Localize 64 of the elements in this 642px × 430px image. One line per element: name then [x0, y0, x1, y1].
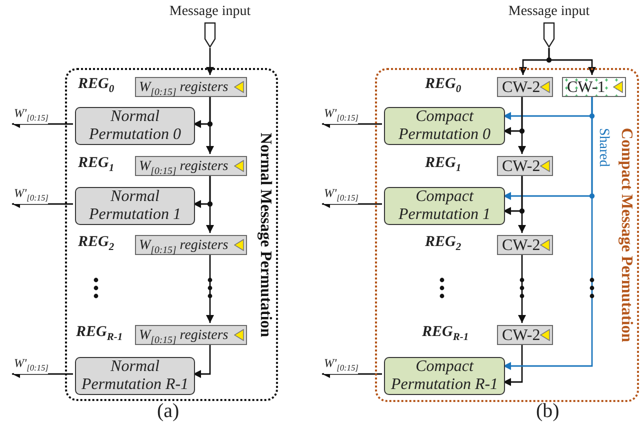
- arrow: [518, 95, 526, 154]
- arrow: [193, 343, 211, 378]
- register-name: REG$_{0}$: [425, 76, 462, 95]
- arrow: [548, 48, 596, 75]
- register-box: [135, 77, 247, 97]
- arrow: [206, 95, 214, 154]
- register-label: CW-1: [567, 78, 606, 97]
- register-label: W$_{[0:15]}$ registers: [139, 158, 228, 179]
- register-box: [135, 156, 247, 176]
- permutation-box: Normal Permutation 1: [75, 187, 195, 225]
- arrow: [12, 370, 73, 378]
- permutation-box: Normal Permutation R-1: [75, 357, 195, 395]
- permutation-box: Compact Permutation 0: [384, 107, 505, 145]
- edge-label: W'$_{[0:15]}$: [14, 187, 48, 204]
- register-box: [135, 235, 247, 255]
- register-name: REG$_{2}$: [425, 234, 462, 253]
- edge-label: W'$_{[0:15]}$: [324, 357, 358, 374]
- arrow: [518, 253, 526, 323]
- register-box: [497, 77, 553, 97]
- register-label: CW-2: [502, 326, 540, 345]
- input-label: Message input: [169, 4, 251, 20]
- arrow: [206, 174, 214, 233]
- panel-caption: (a): [157, 400, 180, 423]
- register-box: [497, 325, 553, 345]
- register-name: REG$_{0}$: [78, 76, 114, 95]
- register-label: CW-2: [502, 157, 540, 176]
- edge-label: W'$_{[0:15]}$: [324, 107, 358, 124]
- register-name: REG$_{R-1}$: [76, 324, 123, 343]
- arrow: [12, 200, 73, 208]
- register-label: CW-2: [502, 78, 540, 97]
- edge-label: Shared: [597, 128, 610, 167]
- arrow: [322, 120, 382, 128]
- dotted-group-frame: [375, 68, 639, 402]
- register-label: W$_{[0:15]}$ registers: [139, 237, 228, 258]
- arrow: [206, 48, 214, 75]
- arrow: [12, 120, 73, 128]
- register-name: REG$_{2}$: [78, 234, 114, 253]
- register-box: [497, 156, 553, 176]
- group-title: Normal Message Permutation: [256, 132, 274, 337]
- register-box: [562, 77, 626, 97]
- permutation-box: Normal Permutation 0: [75, 107, 195, 145]
- register-name: REG$_{R-1}$: [422, 324, 469, 343]
- register-label: CW-2: [502, 236, 540, 255]
- arrow: [322, 200, 382, 208]
- permutation-box: Compact Permutation 1: [384, 187, 505, 225]
- register-box: [497, 235, 553, 255]
- register-name: REG$_{1}$: [425, 155, 462, 174]
- arrow: [206, 253, 214, 323]
- register-label: W$_{[0:15]}$ registers: [139, 327, 228, 348]
- register-name: REG$_{1}$: [78, 155, 114, 174]
- panel-caption: (b): [536, 400, 560, 423]
- dotted-group-frame: [65, 68, 278, 401]
- edge-label: W'$_{[0:15]}$: [14, 357, 48, 374]
- register-label: W$_{[0:15]}$ registers: [139, 79, 228, 100]
- input-label: Message input: [508, 4, 590, 20]
- edge-label: W'$_{[0:15]}$: [324, 187, 358, 204]
- edge-label: W'$_{[0:15]}$: [14, 107, 48, 124]
- permutation-box: Compact Permutation R-1: [384, 357, 505, 395]
- arrow: [503, 343, 523, 386]
- arrow: [518, 174, 526, 233]
- group-title: Compact Message Permutation: [617, 128, 635, 342]
- arrow: [503, 95, 593, 370]
- register-box: [135, 325, 247, 345]
- arrow: [322, 370, 382, 378]
